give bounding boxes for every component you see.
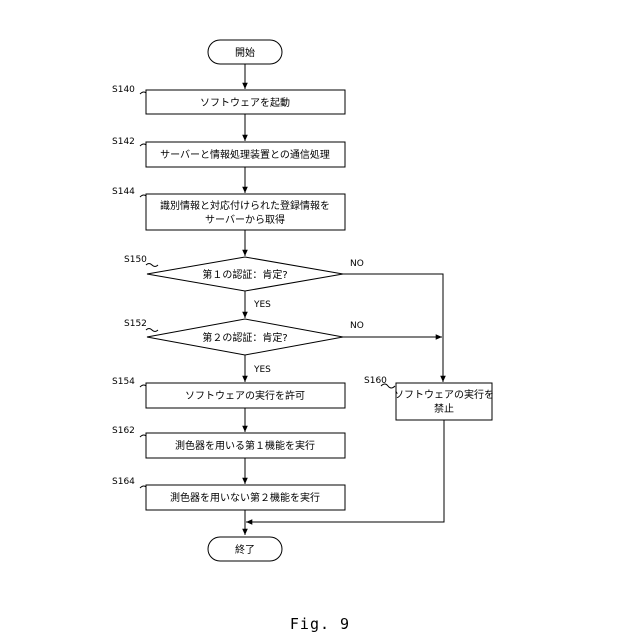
step-id-s144: S144 xyxy=(112,187,135,197)
process-text-s160-line2: 禁止 xyxy=(434,403,454,415)
step-s142: S142 サーバーと情報処理装置との通信処理 xyxy=(112,137,345,167)
step-leader-s160 xyxy=(381,384,395,388)
branch-label-s152-no: NO xyxy=(350,321,364,331)
process-text-s160-line1: ソフトウェアの実行を xyxy=(394,388,494,401)
end-terminal: 終了 xyxy=(208,537,282,561)
process-text-s154: ソフトウェアの実行を許可 xyxy=(185,389,305,402)
process-text-s140: ソフトウェアを起動 xyxy=(200,96,290,109)
step-id-s140: S140 xyxy=(112,85,135,95)
decision-text-s152: 第２の認証：肯定? xyxy=(202,331,287,344)
step-id-s154: S154 xyxy=(112,377,135,387)
step-s162: S162 測色器を用いる第１機能を実行 xyxy=(112,426,345,458)
step-id-s164: S164 xyxy=(112,477,135,487)
step-s160: S160 ソフトウェアの実行を 禁止 xyxy=(364,376,494,420)
step-s164: S164 測色器を用いない第２機能を実行 xyxy=(112,477,345,510)
process-text-s144-line2: サーバーから取得 xyxy=(205,214,285,226)
start-label: 開始 xyxy=(235,46,255,59)
step-id-s150: S150 xyxy=(124,255,147,265)
process-text-s144-line1: 識別情報と対応付けられた登録情報を xyxy=(160,199,330,212)
decision-text-s150: 第１の認証：肯定? xyxy=(202,268,287,281)
step-s140: S140 ソフトウェアを起動 xyxy=(112,85,345,114)
step-id-s162: S162 xyxy=(112,426,135,436)
branch-label-s152-yes: YES xyxy=(253,365,271,375)
branch-label-s150-yes: YES xyxy=(253,300,271,310)
branch-label-s150-no: NO xyxy=(350,259,364,269)
start-terminal: 開始 xyxy=(208,40,282,64)
step-id-s142: S142 xyxy=(112,137,135,147)
step-leader-s152 xyxy=(146,329,158,332)
process-text-s142: サーバーと情報処理装置との通信処理 xyxy=(160,148,330,161)
step-id-s152: S152 xyxy=(124,319,147,329)
figure-caption: Fig. 9 xyxy=(290,615,350,633)
step-s154: S154 ソフトウェアの実行を許可 xyxy=(112,377,345,408)
decision-s150: S150 第１の認証：肯定? xyxy=(124,255,343,291)
step-leader-s150 xyxy=(146,264,158,267)
process-text-s164: 測色器を用いない第２機能を実行 xyxy=(170,491,320,504)
process-text-s162: 測色器を用いる第１機能を実行 xyxy=(175,439,315,452)
end-label: 終了 xyxy=(235,543,255,556)
step-s144: S144 識別情報と対応付けられた登録情報を サーバーから取得 xyxy=(112,187,345,230)
decision-s152: S152 第２の認証：肯定? xyxy=(124,319,343,355)
